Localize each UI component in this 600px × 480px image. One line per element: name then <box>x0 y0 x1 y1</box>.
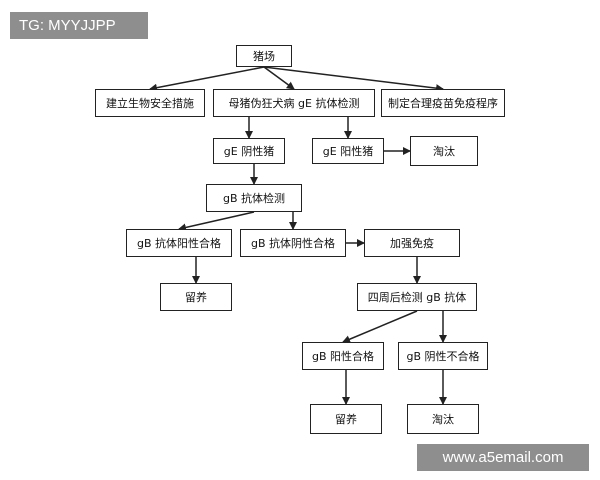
node-sow-ge-antibody-test: 母猪伪狂犬病 gE 抗体检测 <box>213 89 375 117</box>
edge-farm-to-sow_test <box>263 66 295 90</box>
edge-farm-to-vaccination <box>263 66 444 93</box>
node-cull-second: 淘汰 <box>407 404 479 434</box>
node-gb-antibody-test: gB 抗体检测 <box>206 184 302 212</box>
telegram-badge: TG: MYYJJPP <box>10 12 148 39</box>
node-booster-immunization: 加强免疫 <box>364 229 460 257</box>
node-gb-positive-qualified: gB 抗体阳性合格 <box>126 229 232 257</box>
edge-gb_test-to-gb_pos_ok <box>178 211 255 232</box>
node-biosecurity-measures: 建立生物安全措施 <box>95 89 205 117</box>
edge-retest-to-gb_pos_pass <box>342 310 418 343</box>
node-keep-second: 留养 <box>310 404 382 434</box>
node-cull-first: 淘汰 <box>410 136 478 166</box>
node-ge-negative-pig: gE 阴性猪 <box>213 138 285 164</box>
node-retest-gb-after-four-weeks: 四周后检测 gB 抗体 <box>357 283 477 311</box>
website-watermark: www.a5email.com <box>417 444 589 471</box>
node-farm: 猪场 <box>236 45 292 67</box>
edge-farm-to-biosecurity <box>149 66 265 92</box>
node-vaccination-program: 制定合理疫苗免疫程序 <box>381 89 505 117</box>
node-gb-positive-pass: gB 阳性合格 <box>302 342 384 370</box>
node-gb-negative-fail: gB 阴性不合格 <box>398 342 488 370</box>
node-gb-negative-qualified: gB 抗体阴性合格 <box>240 229 346 257</box>
node-keep-first: 留养 <box>160 283 232 311</box>
node-ge-positive-pig: gE 阳性猪 <box>312 138 384 164</box>
